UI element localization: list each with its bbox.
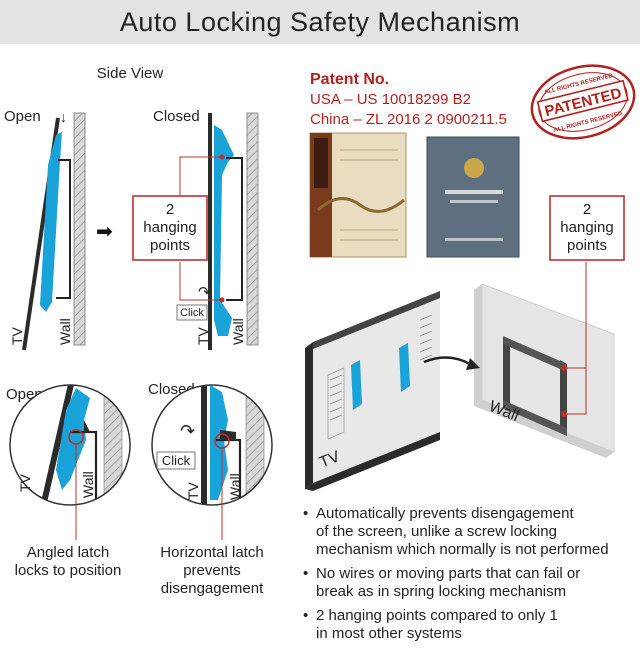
china-patent-certificate-image <box>427 137 519 257</box>
bullet-dot: • <box>303 565 308 583</box>
callout-text: points <box>150 237 190 254</box>
curved-arrow-icon: ↷ <box>198 284 211 301</box>
feature-item: • 2 hanging points compared to only 1 in… <box>302 607 637 643</box>
feature-item: • No wires or moving parts that can fail… <box>302 565 637 601</box>
open-caption-line: locks to position <box>15 562 122 579</box>
wall-hatch <box>246 380 264 520</box>
side-open-tv-label: TV <box>9 326 25 345</box>
closed-caption-line: prevents <box>183 562 241 579</box>
click-text: Click <box>162 453 191 468</box>
side-view-open: Open ↓ TV Wall <box>4 108 85 350</box>
bullet-dot: • <box>303 505 308 523</box>
patent-usa: USA – US 10018299 B2 <box>310 90 507 110</box>
callout-text: points <box>567 237 607 254</box>
isometric-wall: Wall <box>474 284 614 458</box>
wall-hatch <box>247 113 258 345</box>
detail-open-wall-label: Wall <box>80 471 96 498</box>
wall-hatch <box>74 113 85 345</box>
detail-open-tv-label: TV <box>17 473 33 492</box>
side-view-closed: Closed 2 hanging points ↷ Click TV Wall <box>133 108 258 350</box>
wall-bracket <box>226 158 242 300</box>
detail-closed-tv-label: TV <box>185 481 201 500</box>
closed-caption-line: disengagement <box>161 580 264 597</box>
side-closed-label: Closed <box>153 108 200 125</box>
callout-text: 2 <box>583 201 591 218</box>
bullet-dot: • <box>303 607 308 625</box>
us-patent-certificate-image <box>310 133 406 257</box>
closed-caption-line: Horizontal latch <box>160 544 263 561</box>
callout-text: hanging <box>560 219 613 236</box>
detail-closed-circle: ↷ Click TV Wall <box>152 380 272 540</box>
wall-hatch <box>104 380 122 520</box>
down-arrow-icon: ↓ <box>60 109 67 125</box>
callout-text: 2 <box>166 201 174 218</box>
patented-stamp: ALL RIGHTS RESERVED PATENTED ALL RIGHTS … <box>524 55 640 148</box>
patent-china: China – ZL 2016 2 0900211.5 <box>310 110 507 130</box>
detail-open-circle: TV Wall <box>10 380 130 540</box>
feature-list: • Automatically prevents disengagement o… <box>302 505 637 649</box>
open-caption-line: Angled latch <box>27 544 110 561</box>
curved-arrow-icon: ↷ <box>180 421 195 441</box>
patent-title: Patent No. <box>310 70 507 90</box>
side-closed-wall-label: Wall <box>230 318 246 345</box>
side-closed-tv-label: TV <box>195 326 211 345</box>
side-open-wall-label: Wall <box>57 318 73 345</box>
click-text: Click <box>180 307 204 319</box>
feature-item: • Automatically prevents disengagement o… <box>302 505 637 559</box>
side-open-label: Open <box>4 108 41 125</box>
right-arrow-icon: ➡ <box>96 221 113 243</box>
callout-text: hanging <box>143 219 196 236</box>
isometric-tv: TV <box>305 291 440 491</box>
detail-closed-wall-label: Wall <box>227 473 243 500</box>
side-view-title: Side View <box>97 65 164 82</box>
patent-numbers: Patent No. USA – US 10018299 B2 China – … <box>310 70 507 130</box>
